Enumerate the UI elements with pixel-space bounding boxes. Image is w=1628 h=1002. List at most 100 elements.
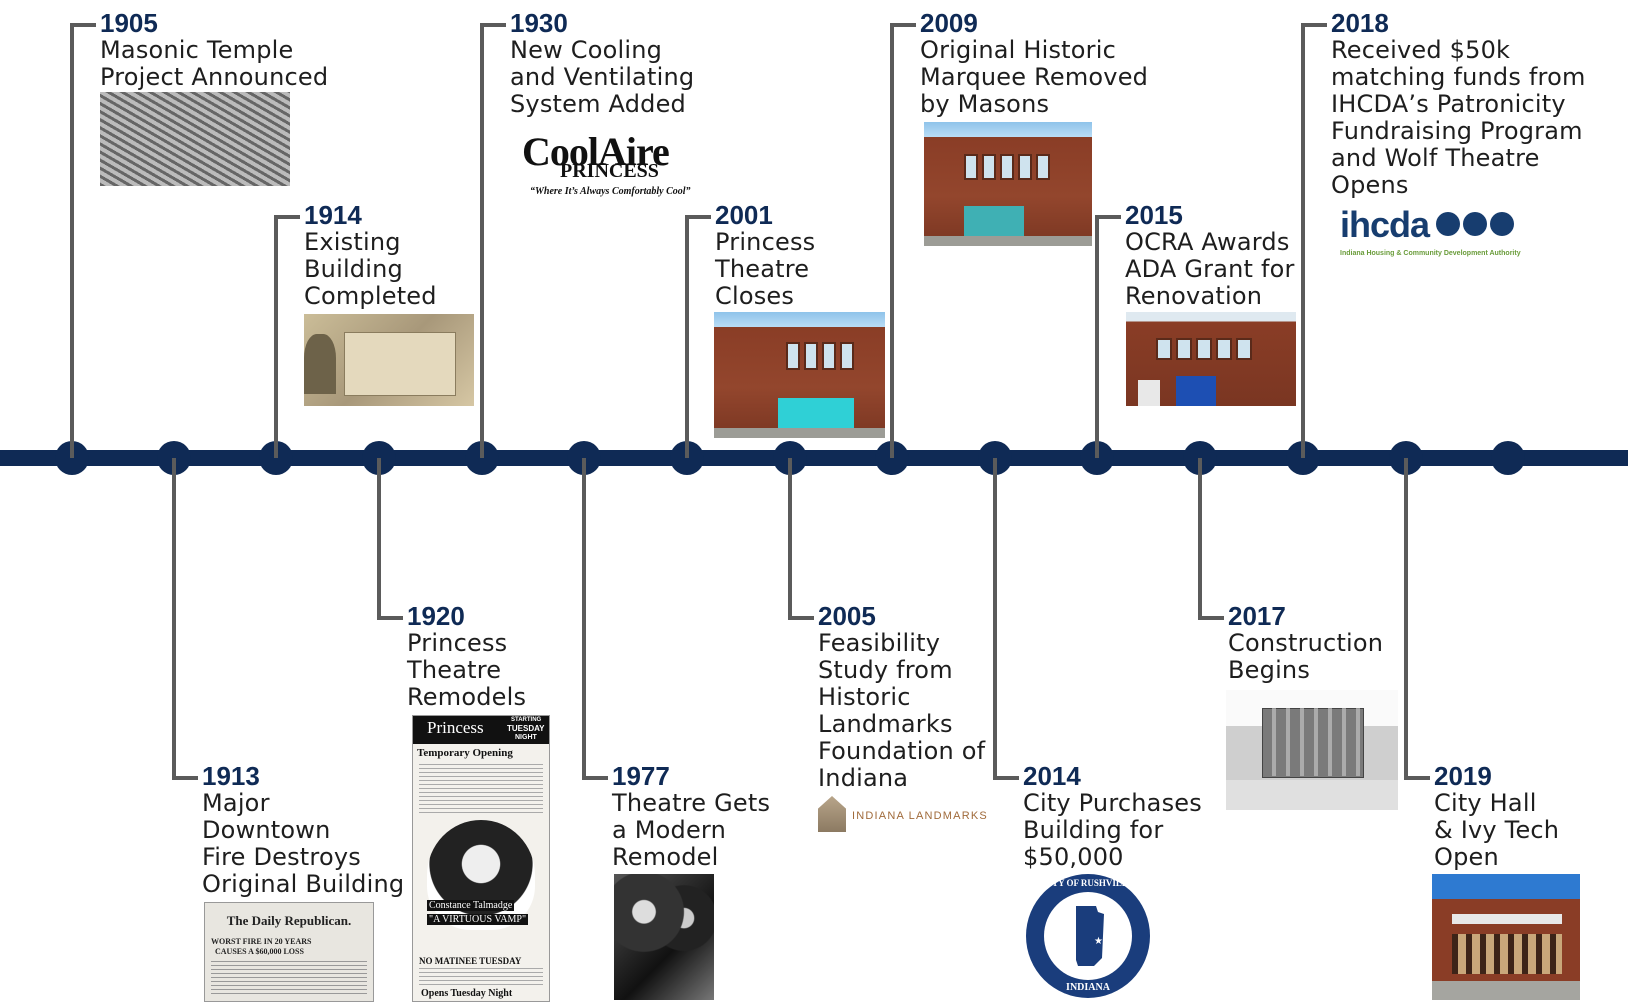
event-description-line: Fundraising Program [1331, 117, 1583, 145]
connector-line [274, 215, 278, 458]
poster-opens: Opens Tuesday Night [421, 988, 513, 999]
ihcda-logo: ihcda Indiana Housing & Community Develo… [1336, 204, 1536, 266]
event-year: 1920 [407, 601, 465, 631]
event-description-line: Princess [407, 629, 508, 657]
connector-line [70, 23, 74, 458]
ihcda-text: ihcda [1340, 204, 1430, 245]
event-description-line: Marquee Removed [920, 63, 1149, 91]
event-description-line: Princess [715, 228, 816, 256]
event-description-line: Original Historic [920, 36, 1116, 64]
event-year: 2014 [1023, 761, 1081, 791]
coolaire-logo-1930: CoolAire PRINCESS “Where It’s Always Com… [516, 128, 716, 204]
event-year: 1913 [202, 761, 260, 791]
event-year: 1914 [304, 200, 362, 230]
event-year: 2019 [1434, 761, 1492, 791]
event-description-line: Landmarks [818, 710, 953, 738]
event-description-line: Foundation of [818, 737, 986, 765]
connector-line [377, 458, 381, 620]
connector-line [480, 23, 484, 458]
event-year: 1977 [612, 761, 670, 791]
connector-line [685, 215, 689, 458]
aerial-photo-1905 [100, 92, 290, 186]
event-description-line: Historic [818, 683, 911, 711]
connector-tick [1095, 215, 1121, 219]
event-description-line: Opens [1331, 171, 1409, 199]
connector-line [582, 458, 586, 780]
newspaper-masthead: The Daily Republican. [226, 913, 352, 928]
event-description-line: a Modern [612, 816, 726, 844]
newspaper-1913: The Daily Republican. WORST FIRE IN 20 Y… [204, 902, 374, 1002]
poster-no-matinee: NO MATINEE TUESDAY [419, 956, 522, 966]
connector-tick [993, 776, 1019, 780]
event-description-line: City Purchases [1023, 789, 1202, 817]
event-description-line: Building [304, 255, 403, 283]
indiana-landmarks-logo: INDIANA LANDMARKS [816, 796, 988, 834]
event-description-line: Theatre [715, 255, 810, 283]
event-description-line: Major [202, 789, 270, 817]
event-description-line: Remodel [612, 843, 719, 871]
event-description-line: Received $50k [1331, 36, 1511, 64]
connector-line [1198, 458, 1202, 620]
city-hall-photo-2019 [1432, 874, 1580, 1000]
event-description-line: Renovation [1125, 282, 1263, 310]
poster-star: Constance Talmadge [427, 900, 515, 911]
building-photo-2015 [1126, 312, 1296, 406]
connector-tick [172, 776, 198, 780]
event-description-line: New Cooling [510, 36, 663, 64]
event-year: 1905 [100, 8, 158, 38]
poster-film: "A VIRTUOUS VAMP" [427, 914, 529, 925]
connector-tick [788, 616, 814, 620]
event-year: 2017 [1228, 601, 1286, 631]
event-description-line: $50,000 [1023, 843, 1124, 871]
seal-star: ★ [1094, 936, 1103, 947]
event-year: 1930 [510, 8, 568, 38]
connector-tick [1301, 23, 1327, 27]
event-description-line: ADA Grant for [1125, 255, 1295, 283]
connector-line [890, 23, 894, 458]
timeline-dot [1491, 441, 1525, 475]
connector-tick [70, 23, 96, 27]
connector-tick [377, 616, 403, 620]
event-description-line: Open [1434, 843, 1499, 871]
connector-line [993, 458, 997, 780]
event-year: 2015 [1125, 200, 1183, 230]
connector-tick [1404, 776, 1430, 780]
event-description-line: Masonic Temple [100, 36, 294, 64]
poster-opening: Temporary Opening [417, 747, 513, 759]
event-year: 2005 [818, 601, 876, 631]
event-year: 2009 [920, 8, 978, 38]
event-year: 2018 [1331, 8, 1389, 38]
event-description-line: Theatre Gets [612, 789, 771, 817]
connector-line [172, 458, 176, 780]
event-description-line: Downtown [202, 816, 331, 844]
coolaire-title: CoolAire [522, 129, 670, 174]
connector-tick [582, 776, 608, 780]
poster-tuesday: TUESDAY [507, 724, 545, 733]
event-description-line: Remodels [407, 683, 527, 711]
coolaire-princess: PRINCESS [560, 160, 659, 182]
connector-line [788, 458, 792, 620]
event-description-line: Building for [1023, 816, 1164, 844]
newspaper-headline: WORST FIRE IN 20 YEARS [211, 937, 312, 946]
event-description-line: Fire Destroys [202, 843, 361, 871]
construction-rendering-2017 [1226, 690, 1398, 810]
building-photo-1914 [304, 314, 474, 406]
poster-starting: STARTING [511, 717, 542, 723]
event-description-line: Study from [818, 656, 953, 684]
event-description-line: and Wolf Theatre [1331, 144, 1540, 172]
timeline-axis [0, 450, 1628, 466]
connector-tick [685, 215, 711, 219]
event-description-line: IHCDA’s Patronicity [1331, 90, 1566, 118]
connector-line [1095, 215, 1099, 458]
event-description-line: Construction [1228, 629, 1384, 657]
ihcda-subtitle: Indiana Housing & Community Development … [1340, 250, 1521, 257]
connector-line [1301, 23, 1305, 458]
event-description-line: matching funds from [1331, 63, 1586, 91]
